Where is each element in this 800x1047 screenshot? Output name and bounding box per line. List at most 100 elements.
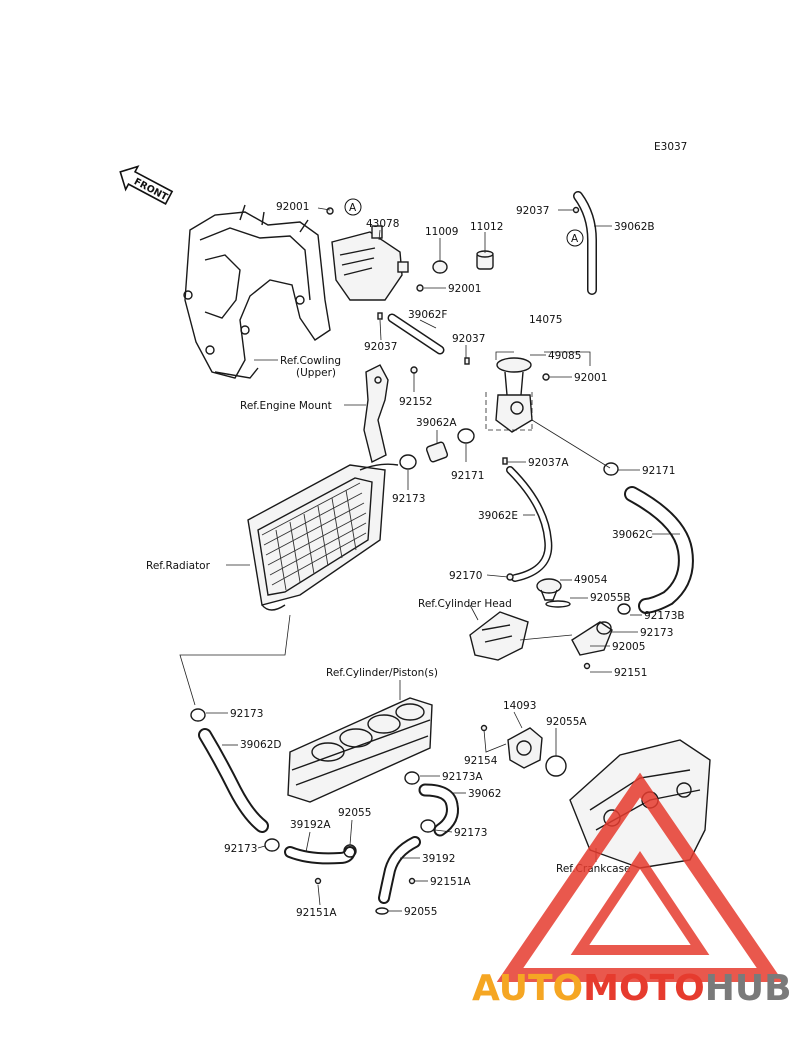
label-11012: 11012	[470, 221, 503, 233]
label-39062C: 39062C	[612, 529, 653, 541]
label-92055B: 92055B	[590, 592, 631, 604]
thermostat-49054	[536, 578, 562, 601]
label-92173-b1: 92173	[224, 843, 257, 855]
watermark-text: AUTOMOTOHUB	[472, 968, 792, 1009]
label-49085: 49085	[548, 350, 581, 362]
label-39062D: 39062D	[240, 739, 282, 751]
clip-92037A	[502, 457, 508, 465]
hose-39062C	[624, 486, 694, 614]
leader-filler-hose	[531, 419, 611, 469]
label-92037-m: 92037	[452, 333, 485, 345]
label-92037A: 92037A	[528, 457, 569, 469]
reservoir-tank	[331, 225, 409, 301]
label-39062F: 39062F	[408, 309, 447, 321]
oring-92055A	[545, 755, 567, 777]
label-92173A: 92173A	[442, 771, 483, 783]
hose-39062F	[387, 313, 445, 355]
label-39192: 39192	[422, 853, 455, 865]
bolt-92151A-r	[408, 877, 416, 885]
label-39062B: 39062B	[614, 221, 655, 233]
clamp-92173A	[404, 771, 420, 785]
clip-92037-tr	[572, 206, 580, 214]
hose-39062	[418, 783, 459, 837]
part-labels: 92001 43078 11009 11012 92037 39062B 920…	[224, 201, 685, 919]
label-92001-r: 92001	[574, 372, 607, 384]
leader-head-cover	[519, 634, 573, 641]
svg-text:A: A	[349, 202, 357, 214]
reference-labels: Ref.Cowling (Upper) Ref.Engine Mount Ref…	[146, 355, 631, 875]
bolt-92154	[480, 724, 488, 732]
label-92154: 92154	[464, 755, 498, 767]
label-92005: 92005	[612, 641, 645, 653]
cylinder-block	[287, 697, 433, 803]
label-92152: 92152	[399, 396, 432, 408]
pipe-39192A	[284, 846, 356, 865]
svg-text:A: A	[571, 233, 579, 245]
front-arrow-icon: FRONT	[119, 165, 174, 205]
label-92151-r: 92151	[614, 667, 647, 679]
label-92001-mid: 92001	[448, 283, 481, 295]
leader-92154	[483, 729, 507, 753]
label-39062A: 39062A	[416, 417, 457, 429]
cylinder-head-ref	[469, 611, 529, 661]
hose-39062A	[425, 441, 449, 463]
label-39062: 39062	[468, 788, 501, 800]
ref-cylinder-head: Ref.Cylinder Head	[418, 598, 512, 610]
dashed-outline-14075	[485, 392, 533, 431]
pipe-39192	[378, 836, 421, 904]
label-92037-tr: 92037	[516, 205, 549, 217]
bolt-92151A-l	[314, 877, 322, 885]
clamp-92171-r	[603, 462, 619, 476]
label-92173-b2: 92173	[454, 827, 487, 839]
label-92055A: 92055A	[546, 716, 587, 728]
bolt-92001-mid	[416, 284, 424, 292]
label-11009: 11009	[425, 226, 458, 238]
label-92151A-r: 92151A	[430, 876, 471, 888]
engine-mount-bracket	[363, 364, 389, 464]
ref-radiator: Ref.Radiator	[146, 560, 211, 572]
diagram-code: E3037	[654, 141, 687, 153]
clamp-92173B	[617, 603, 631, 615]
callout-a-right: A	[566, 229, 584, 247]
clip-92037-m	[464, 357, 470, 365]
filler-neck-14075	[495, 357, 533, 433]
clamp-92173-b2	[420, 819, 436, 833]
oring-92055-b	[375, 907, 389, 915]
label-43078: 43078	[366, 218, 399, 230]
watermark-logo-icon	[496, 772, 784, 982]
label-39062E: 39062E	[478, 510, 518, 522]
cap-11012	[476, 250, 494, 270]
label-92173-lo: 92173	[230, 708, 263, 720]
ref-cylinder-piston: Ref.Cylinder/Piston(s)	[326, 667, 438, 679]
callout-a-left: A	[344, 198, 362, 216]
label-92173-th: 92173	[640, 627, 673, 639]
label-92055-b: 92055	[404, 906, 437, 918]
label-92171-r: 92171	[642, 465, 675, 477]
label-92037-l: 92037	[364, 341, 397, 353]
ref-cowling: Ref.Cowling	[280, 355, 341, 367]
label-49054: 49054	[574, 574, 608, 586]
leader-radiator-lower	[179, 614, 291, 706]
ref-cowling-sub: (Upper)	[296, 367, 336, 379]
clamp-92173-th	[596, 621, 612, 635]
label-92055-m: 92055	[338, 807, 371, 819]
hose-39062E	[506, 466, 553, 582]
label-92173-rad: 92173	[392, 493, 425, 505]
label-92151A-l: 92151A	[296, 907, 337, 919]
hose-39062B	[573, 191, 597, 295]
water-pump-14093	[507, 727, 543, 769]
label-92001-top: 92001	[276, 201, 309, 213]
bolt-92151-r	[583, 662, 591, 670]
clamp-92171-l	[457, 428, 475, 444]
label-92173B: 92173B	[644, 610, 685, 622]
label-14093: 14093	[503, 700, 536, 712]
thermostat-cover-92005	[571, 621, 613, 656]
hose-39062D	[198, 728, 269, 833]
gasket-92055B	[545, 600, 571, 608]
bolt-92001-r	[542, 373, 550, 381]
clip-92037-l	[377, 312, 383, 320]
clamp-92173-rad	[399, 454, 417, 470]
clamp-92173-lo	[190, 708, 206, 722]
